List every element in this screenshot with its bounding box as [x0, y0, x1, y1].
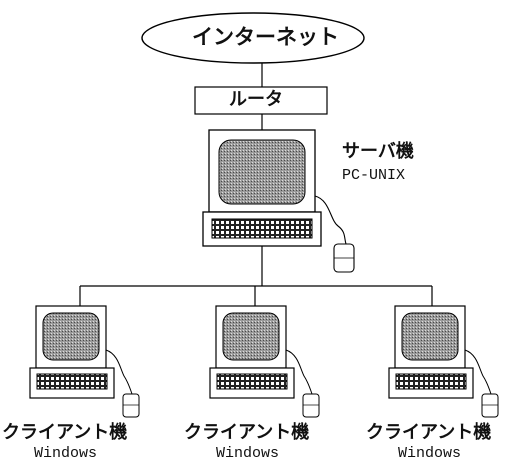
internet-label: インターネット	[192, 25, 339, 49]
client-2-role-label: クライアント機	[184, 422, 310, 443]
internet-cloud	[141, 12, 365, 64]
client-2-os-label: Windows	[216, 445, 280, 462]
router-box	[194, 86, 328, 115]
client-1-role-label: クライアント機	[2, 422, 128, 443]
server-role-label: サーバ機	[342, 141, 414, 162]
client-3-os-label: Windows	[398, 445, 462, 462]
client-computer-2	[209, 305, 320, 418]
server-computer	[202, 129, 355, 273]
client-1-os-label: Windows	[34, 445, 98, 462]
client-3-role-label: クライアント機	[366, 422, 492, 443]
client-computer-1	[29, 305, 140, 418]
router-label: ルータ	[229, 89, 283, 110]
client-computer-3	[388, 305, 499, 418]
server-os-label: PC-UNIX	[342, 167, 406, 184]
